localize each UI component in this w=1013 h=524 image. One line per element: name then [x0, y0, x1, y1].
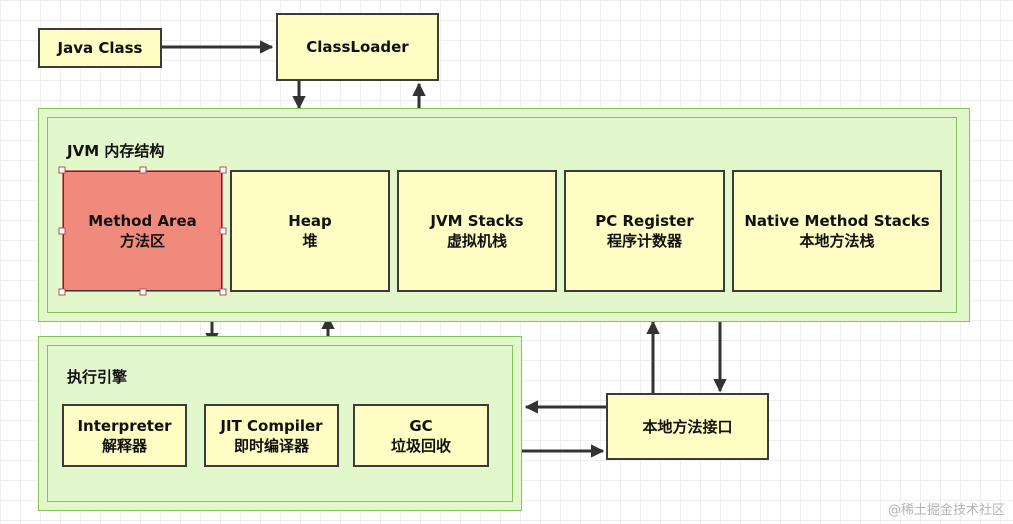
pc-register-label-en: PC Register — [595, 212, 694, 230]
classloader-box: ClassLoader — [276, 13, 439, 81]
native-method-interface-box: 本地方法接口 — [606, 393, 769, 460]
execution-engine-inner-frame — [47, 345, 513, 502]
native-method-stacks-label-zh: 本地方法栈 — [799, 232, 875, 250]
resize-handle-w[interactable] — [58, 227, 66, 235]
jit-compiler-label-zh: 即时编译器 — [233, 436, 309, 455]
jit-compiler-box: JIT Compiler 即时编译器 — [204, 404, 339, 467]
java-class-label: Java Class — [57, 39, 143, 57]
resize-handle-sw[interactable] — [58, 288, 66, 296]
resize-handle-n[interactable] — [139, 166, 146, 174]
pc-register-box: PC Register 程序计数器 — [564, 170, 725, 292]
heap-label-en: Heap — [288, 212, 332, 230]
java-class-box: Java Class — [38, 28, 162, 68]
method-area-label-en: Method Area — [88, 212, 197, 230]
watermark: @稀土掘金技术社区 — [887, 503, 1005, 518]
heap-box: Heap 堆 — [230, 170, 390, 292]
jvm-stacks-box: JVM Stacks 虚拟机栈 — [397, 170, 557, 292]
interpreter-label-en: Interpreter — [77, 416, 172, 435]
resize-handle-nw[interactable] — [58, 166, 66, 174]
heap-label-zh: 堆 — [302, 232, 318, 250]
gc-label-zh: 垃圾回收 — [390, 436, 451, 455]
native-method-stacks-box: Native Method Stacks 本地方法栈 — [732, 170, 942, 292]
pc-register-label-zh: 程序计数器 — [606, 232, 682, 250]
jvm-memory-inner-frame — [47, 117, 957, 313]
resize-handle-e[interactable] — [219, 227, 227, 235]
resize-handle-se[interactable] — [219, 288, 227, 296]
classloader-label: ClassLoader — [306, 38, 409, 56]
native-method-stacks-label-en: Native Method Stacks — [744, 212, 930, 230]
jvm-stacks-label-en: JVM Stacks — [430, 212, 524, 230]
jit-compiler-label-en: JIT Compiler — [220, 416, 323, 435]
execution-engine-title: 执行引擎 — [67, 368, 128, 386]
method-area-label-zh: 方法区 — [119, 232, 165, 250]
interpreter-label-zh: 解释器 — [101, 436, 147, 455]
interpreter-box: Interpreter 解释器 — [62, 404, 187, 467]
jvm-memory-title: JVM 内存结构 — [67, 142, 165, 160]
resize-handle-ne[interactable] — [219, 166, 227, 174]
method-area-box[interactable]: Method Area 方法区 — [58, 166, 227, 296]
gc-box: GC 垃圾回收 — [353, 404, 489, 467]
resize-handle-s[interactable] — [139, 288, 146, 296]
gc-label-en: GC — [409, 416, 433, 435]
native-method-interface-label: 本地方法接口 — [642, 417, 733, 436]
jvm-stacks-label-zh: 虚拟机栈 — [446, 232, 507, 250]
